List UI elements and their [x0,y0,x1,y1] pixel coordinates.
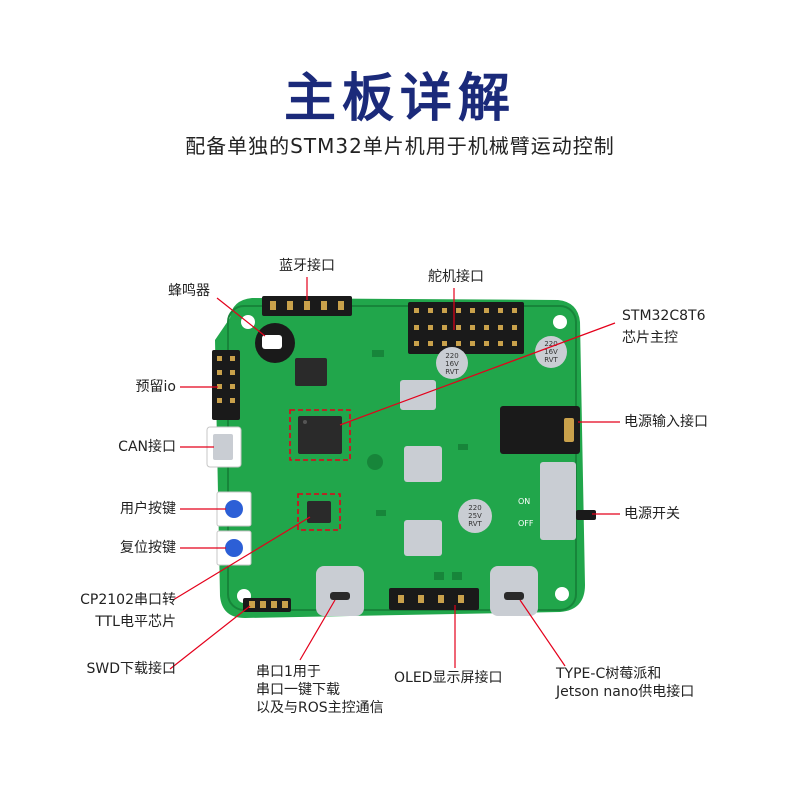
leader-typec [519,599,566,667]
label-stm32-line2: 芯片主控 [622,330,678,346]
typec-power-port [490,566,538,616]
capacitor-2-text-3: RVT [468,520,482,528]
label-uart1-line1: 串口1用于 [256,664,321,680]
label-reserved-io: 预留io [135,379,176,395]
capacitor-1-text-2: 16V [445,360,459,368]
leader-uart1 [299,599,336,661]
capacitor-2-text-1: 220 [468,504,481,512]
oled-header [389,588,479,610]
power-input-jack [500,406,580,454]
label-stm32-line1: STM32C8T6 [622,308,706,324]
label-cp2102-line2: TTL电平芯片 [95,614,176,630]
servo-header-pins [414,308,517,346]
mount-hole-bottom-right [555,587,569,601]
leader-swd [169,605,251,670]
bluetooth-header-pins [270,301,344,310]
label-typec-line1: TYPE-C树莓派和 [556,666,662,682]
user-key-button [225,500,243,518]
capacitor-1-text-3: RVT [445,368,459,376]
cp2102-chip [307,501,331,523]
label-reset-key: 复位按键 [120,540,176,556]
reserved-io-pins [217,356,235,403]
label-uart1-line3: 以及与ROS主控通信 [256,700,384,716]
label-user-key: 用户按键 [120,501,176,517]
page-subtitle: 配备单独的STM32单片机用于机械臂运动控制 [185,134,615,158]
capacitor-3-text-2: 16V [544,348,558,356]
smd-parts [372,350,468,580]
leader-stm32 [339,322,616,426]
mount-hole-top-right [553,315,567,329]
power-switch-slider [576,510,596,520]
label-oled: OLED显示屏接口 [394,670,503,686]
inductor-2 [404,446,442,482]
reserved-io-header [212,350,240,420]
stm32-chip [298,416,342,454]
page-title: 主板详解 [283,69,516,129]
label-cp2102-line1: CP2102串口转 [80,592,176,608]
label-power-in: 电源输入接口 [624,414,708,430]
inductor-1 [400,380,436,410]
cp2102-highlight-box [297,493,341,531]
leader-buzzer [216,297,266,337]
leader-cp2102 [172,516,311,601]
capacitor-2 [458,499,492,533]
reset-key-button [225,539,243,557]
capacitor-1-text-1: 220 [445,352,458,360]
label-swd: SWD下载接口 [86,661,176,677]
inductor-3 [404,520,442,556]
label-buzzer: 蜂鸣器 [168,283,210,299]
label-can: CAN接口 [118,439,176,455]
leader-lines [169,277,620,670]
buzzer-sticker [262,335,282,349]
capacitor-3-text-1: 220 [544,340,557,348]
capacitor-2-text-2: 25V [468,512,482,520]
servo-header [408,302,524,354]
label-uart1-line2: 串口一键下载 [256,682,340,698]
uart1-usb-c-port [316,566,364,616]
power-switch-body [540,462,576,540]
stm32-highlight-box [289,409,351,461]
mount-hole-center [367,454,383,470]
label-bluetooth: 蓝牙接口 [279,258,335,274]
capacitor-1 [436,347,468,379]
switch-on-text: ON [518,497,530,506]
capacitor-3-text-3: RVT [544,356,558,364]
regulator-chip [295,358,327,386]
label-power-switch: 电源开关 [624,506,680,522]
label-servo: 舵机接口 [428,269,484,285]
switch-off-text: OFF [518,519,534,528]
label-typec-line2: Jetson nano供电接口 [556,684,695,700]
